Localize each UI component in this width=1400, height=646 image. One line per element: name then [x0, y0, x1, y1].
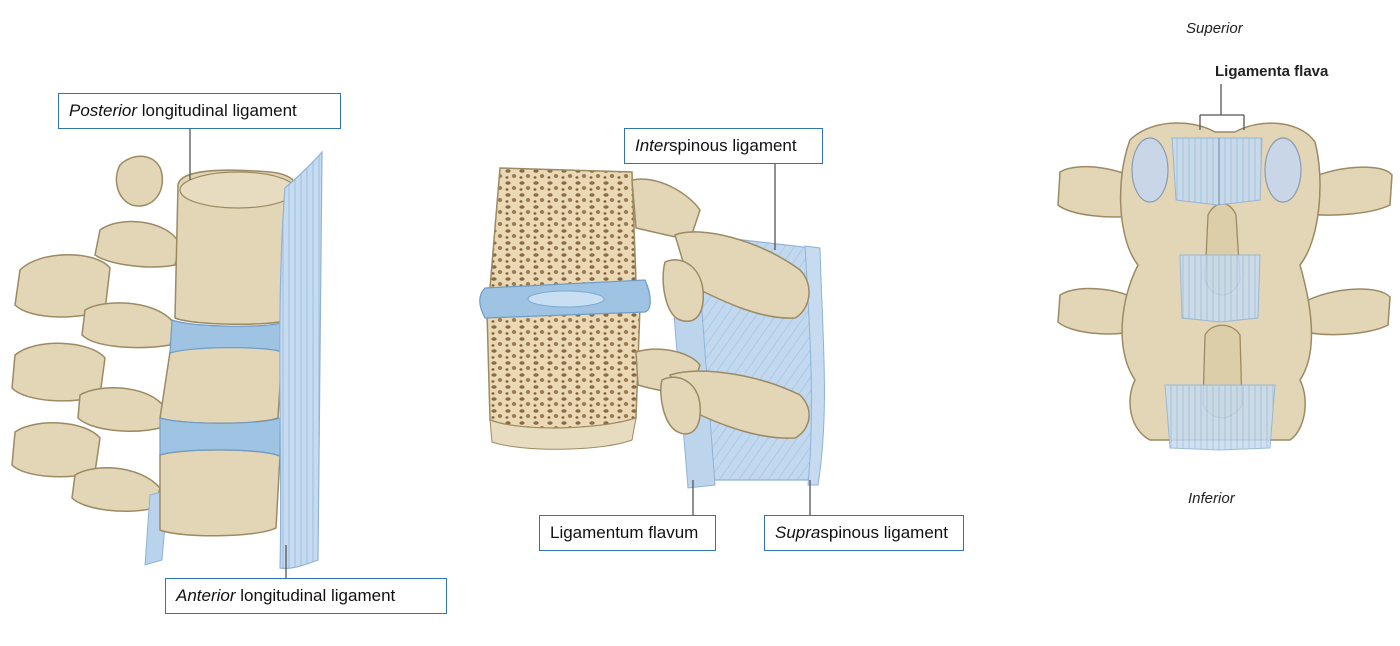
vb-lower — [487, 306, 640, 428]
posterior-label-text: longitudinal ligament — [137, 101, 297, 121]
ligamentum-flavum-label: Ligamentum flavum — [539, 515, 716, 551]
ligamenta-flava-middle — [1180, 255, 1260, 322]
supraspinous-label-emphasis: Supra — [775, 523, 820, 543]
figure-posterior-view — [1058, 84, 1392, 450]
ligamenta-flava-bracket — [1200, 84, 1244, 130]
figure-sagittal-section — [480, 162, 825, 517]
posterior-processes — [12, 156, 180, 511]
disc-upper — [170, 320, 285, 353]
superior-label: Superior — [1186, 20, 1243, 37]
ligamenta-flava-label: Ligamenta flava — [1215, 63, 1328, 80]
vertebral-bodies — [160, 170, 298, 536]
interspinous-label-text: spinous ligament — [669, 136, 797, 156]
anterior-label-emphasis: Anterior — [176, 586, 236, 606]
disc-lower — [160, 418, 280, 456]
anterior-ligament — [280, 152, 322, 568]
supraspinous-ligament-label: Supra spinous ligament — [764, 515, 964, 551]
anterior-longitudinal-ligament-label: Anterior longitudinal ligament — [165, 578, 447, 614]
vb-upper — [490, 168, 636, 288]
interspinous-ligament-label: Inter spinous ligament — [624, 128, 823, 164]
inferior-label: Inferior — [1188, 490, 1235, 507]
anterior-label-text: longitudinal ligament — [236, 586, 396, 606]
posterior-longitudinal-ligament-label: Posterior longitudinal ligament — [58, 93, 341, 129]
posterior-label-emphasis: Posterior — [69, 101, 137, 121]
ligamenta-flava-upper — [1172, 138, 1262, 205]
supraspinous-label-text: spinous ligament — [820, 523, 948, 543]
ligamenta-flava-lower — [1165, 385, 1275, 450]
interspinous-label-emphasis: Inter — [635, 136, 669, 156]
flavum-label-text: Ligamentum flavum — [550, 523, 698, 543]
figure-lateral-spine — [12, 128, 322, 580]
